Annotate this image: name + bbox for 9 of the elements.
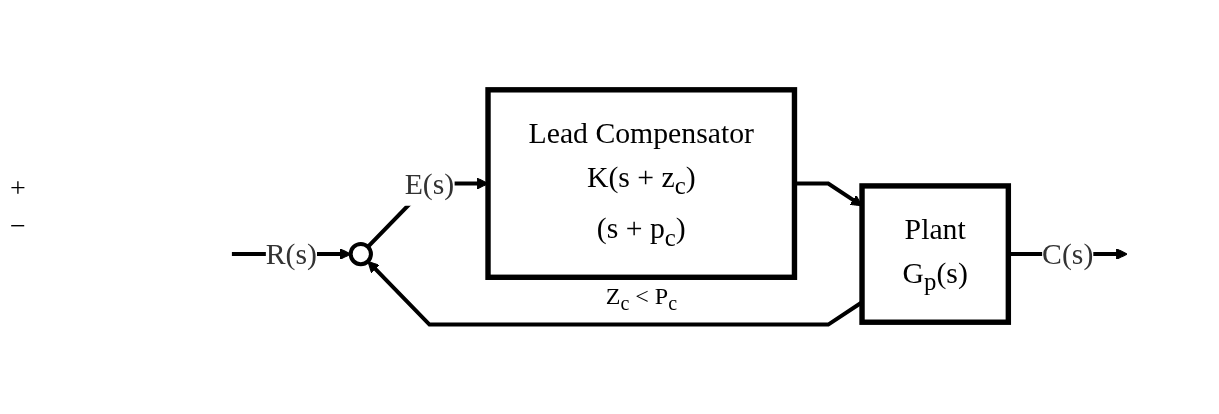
edge-label: E(s) [404, 166, 455, 201]
sign-label: − [10, 210, 27, 242]
node-box: Plant G$_{p}$(s) [859, 183, 1012, 325]
node-box: Lead Compensator K(s + z$_{c}$) (s + p$_{c}$) [485, 86, 798, 280]
edge-label: R(s) [265, 236, 317, 271]
note-text: Z$_{c}$ < P$_{c}$ [605, 283, 678, 315]
node-circle [348, 241, 373, 267]
edge-label: C(s) [1042, 236, 1094, 271]
sign-label: + [10, 172, 27, 204]
